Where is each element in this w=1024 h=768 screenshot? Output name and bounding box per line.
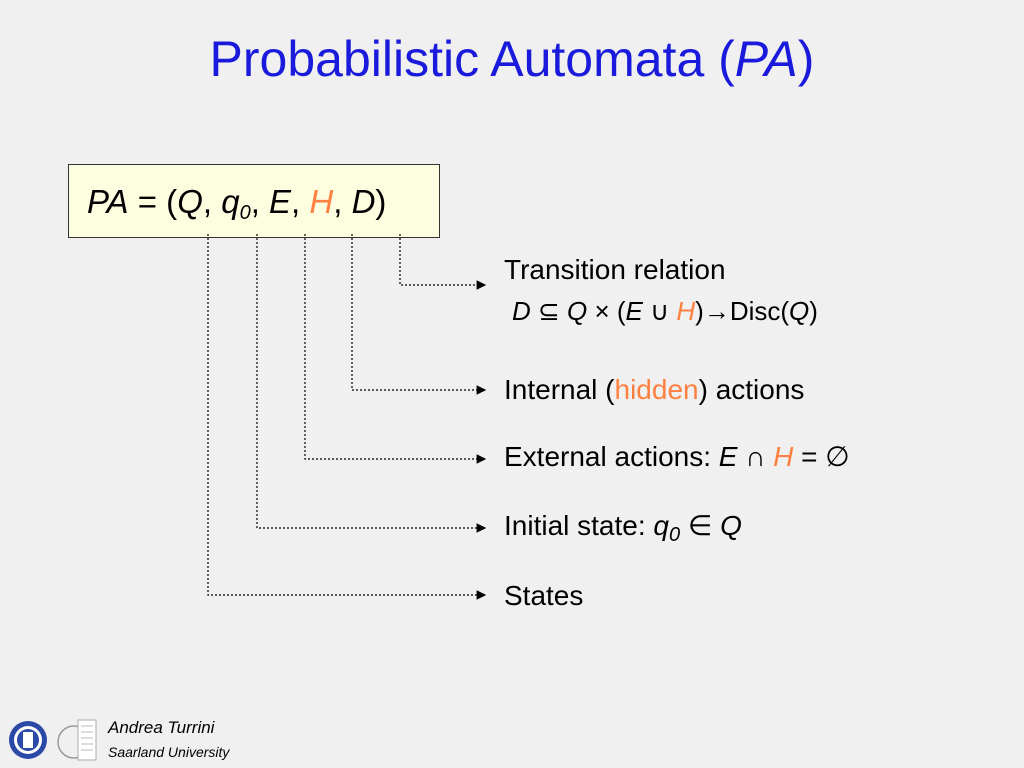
title-text: Probabilistic Automata ( xyxy=(209,31,735,87)
formula-q: Q xyxy=(177,183,203,220)
connector-e xyxy=(304,234,487,464)
external-e: E xyxy=(718,441,738,472)
department-logo-icon xyxy=(57,719,97,761)
internal-hidden: hidden xyxy=(614,374,699,405)
tr-cup: ∪ xyxy=(642,296,677,326)
pa-formula: PA = (Q, q0, E, H, D) xyxy=(87,183,386,225)
connector-d xyxy=(399,234,487,290)
formula-comma: , xyxy=(333,183,352,220)
author-name: Andrea Turrini xyxy=(108,718,215,737)
tr-q2: Q xyxy=(789,296,810,326)
title-italic: PA xyxy=(734,31,798,87)
external-post: = ∅ xyxy=(793,441,850,472)
tr-subseteq: ⊆ xyxy=(530,296,568,326)
formula-comma: , xyxy=(250,183,270,220)
tr-close: ) xyxy=(809,296,818,326)
tr-q: Q xyxy=(567,296,588,326)
transition-relation-label: Transition relation xyxy=(504,254,726,285)
tr-h: H xyxy=(676,296,696,326)
internal-actions-label: Internal (hidden) actions xyxy=(504,374,804,406)
initial-in: ∈ xyxy=(680,510,721,541)
formula-pa: PA xyxy=(87,183,129,220)
internal-pre: Internal ( xyxy=(504,374,615,405)
initial-q0-sub: 0 xyxy=(668,524,681,546)
formula-e: E xyxy=(269,183,292,220)
university-name: Saarland University xyxy=(108,744,230,760)
initial-q: Q xyxy=(720,510,742,541)
formula-d: D xyxy=(351,183,376,220)
external-h: H xyxy=(773,441,794,472)
transition-relation-formula: D ⊆ Q × (E ∪ H)→Disc(Q) xyxy=(512,296,818,327)
formula-eq: = ( xyxy=(128,183,178,220)
tr-e: E xyxy=(625,296,643,326)
initial-state-label: Initial state: q0 ∈ Q xyxy=(504,509,742,547)
formula-q0-sub: 0 xyxy=(239,202,251,224)
formula-h: H xyxy=(309,183,334,220)
title-close: ) xyxy=(797,31,815,87)
tr-arrow: )→Disc( xyxy=(695,296,790,326)
tr-times: × ( xyxy=(587,296,626,326)
external-actions-label: External actions: E ∩ H = ∅ xyxy=(504,440,850,473)
tr-d: D xyxy=(512,296,531,326)
formula-comma: , xyxy=(202,183,222,220)
initial-pre: Initial state: xyxy=(504,510,654,541)
footer: Andrea Turrini Saarland University xyxy=(0,708,260,768)
slide-title: Probabilistic Automata (PA) xyxy=(0,30,1024,88)
connector-q0 xyxy=(256,234,487,533)
formula-box: PA = (Q, q0, E, H, D) xyxy=(68,164,440,238)
formula-close: ) xyxy=(375,183,387,220)
formula-q0: q xyxy=(221,183,240,220)
internal-post: ) actions xyxy=(698,374,805,405)
initial-q0: q xyxy=(653,510,669,541)
connector-q xyxy=(207,234,487,600)
external-pre: External actions: xyxy=(504,441,719,472)
formula-comma: , xyxy=(291,183,310,220)
states-label: States xyxy=(504,580,584,611)
connector-h xyxy=(351,234,487,395)
external-cap: ∩ xyxy=(737,441,774,472)
saarland-seal-icon xyxy=(9,721,47,759)
